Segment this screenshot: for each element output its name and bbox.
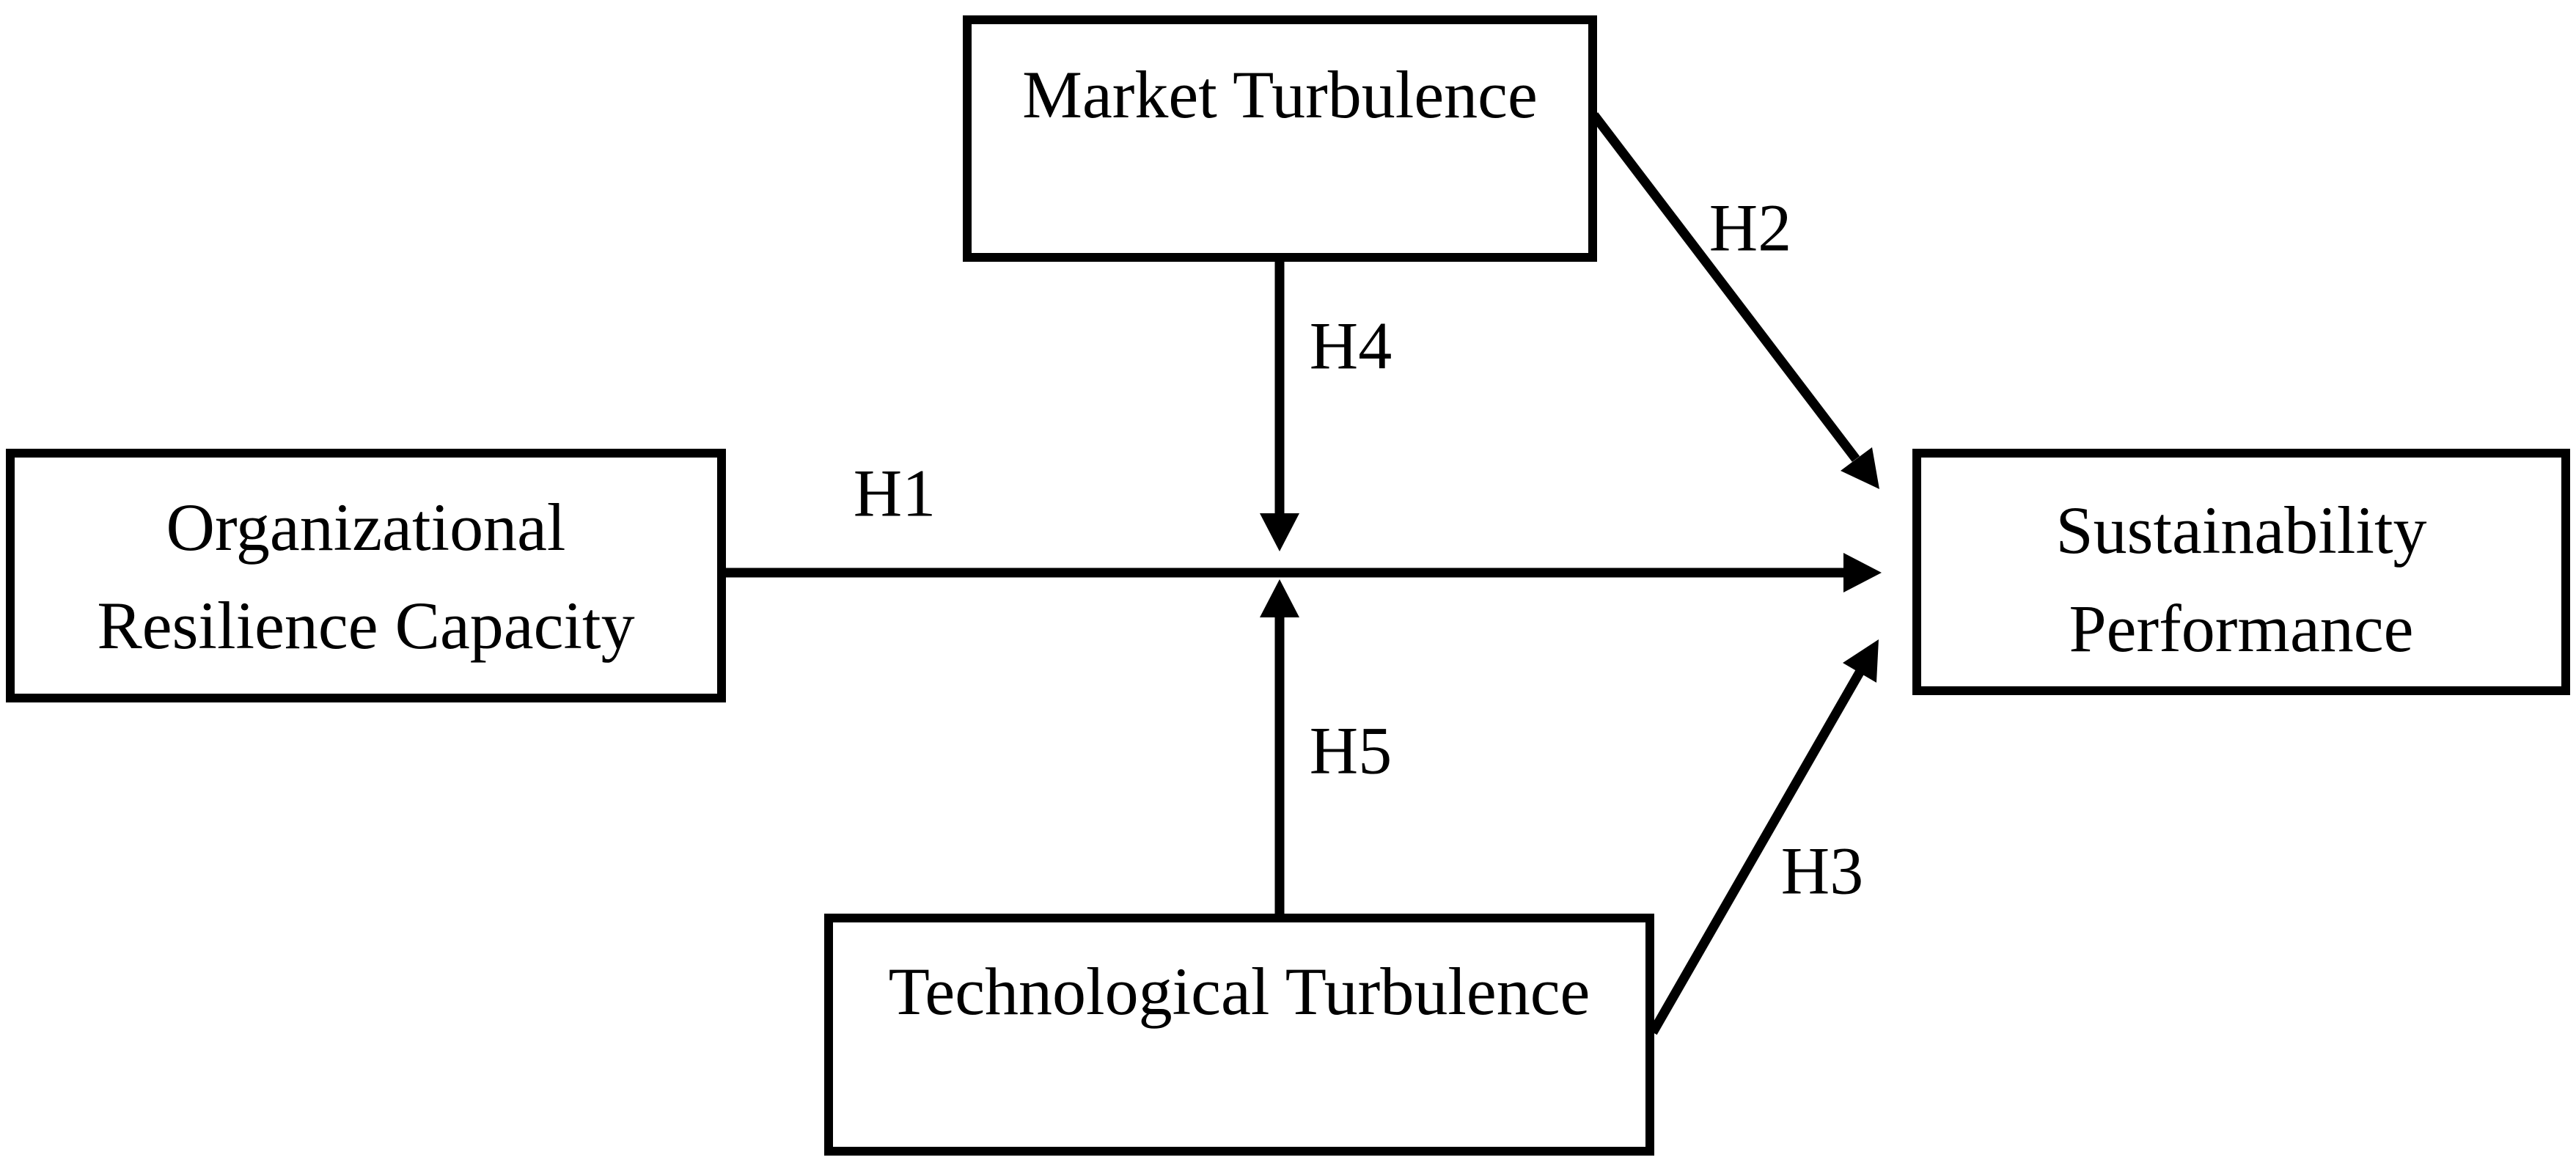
sustainability-label-line2: Performance xyxy=(2069,591,2414,666)
h2-arrowhead xyxy=(1841,447,1879,489)
h3-arrowhead xyxy=(1843,639,1879,683)
h2-label: H2 xyxy=(1709,190,1792,265)
box-sustainability-performance xyxy=(1912,449,2570,695)
sustainability-label-line1: Sustainability xyxy=(2055,493,2427,568)
technological-turbulence-label: Technological Turbulence xyxy=(888,954,1590,1029)
h3-arrow-line xyxy=(1648,669,1864,1035)
h4-arrowhead xyxy=(1260,513,1299,551)
h1-arrowhead xyxy=(1843,553,1882,592)
box-organizational-resilience-capacity xyxy=(6,449,726,702)
h5-label: H5 xyxy=(1309,713,1392,788)
h4-label: H4 xyxy=(1309,308,1392,383)
box-market-turbulence xyxy=(963,15,1597,262)
h2-arrow-line xyxy=(1590,112,1860,462)
market-turbulence-label: Market Turbulence xyxy=(1022,57,1538,132)
resilience-label-line1: Organizational xyxy=(166,490,566,565)
h5-arrowhead xyxy=(1260,579,1299,617)
h3-label: H3 xyxy=(1780,833,1864,908)
organizational-resilience-capacity-label: Organizational Resilience Capacity xyxy=(6,478,726,675)
sustainability-performance-label: Sustainability Performance xyxy=(1912,481,2570,678)
resilience-label-line2: Resilience Capacity xyxy=(97,588,635,663)
box-technological-turbulence xyxy=(824,914,1654,1156)
h1-label: H1 xyxy=(853,455,936,531)
